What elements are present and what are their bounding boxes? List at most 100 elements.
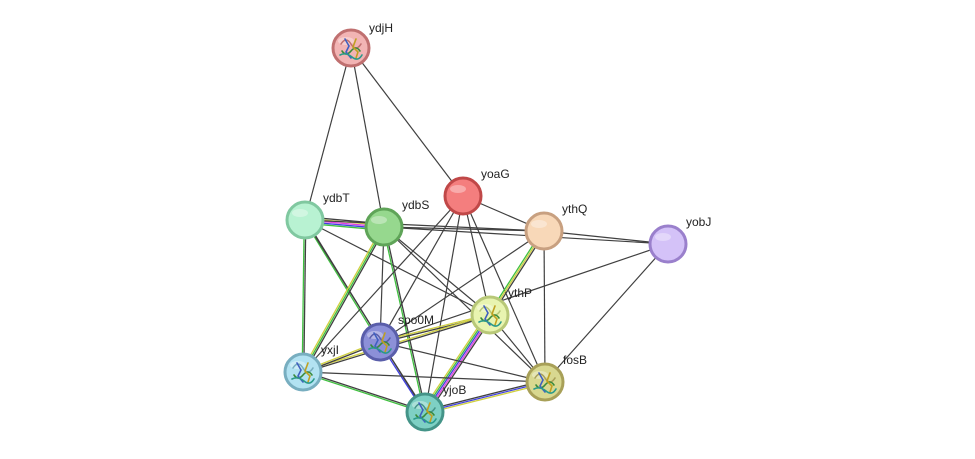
edge-evidence-line xyxy=(543,230,546,383)
edge-ythQ-yobJ[interactable] xyxy=(543,230,669,245)
protein-structure-icon xyxy=(533,372,557,394)
edge-evidence-line xyxy=(384,226,427,412)
edge-ydbT-yxjI[interactable] xyxy=(301,219,307,373)
node-yoaG[interactable]: yoaG xyxy=(443,167,510,216)
edge-ydbS-yjoB[interactable] xyxy=(382,226,427,413)
node-label: ydjH xyxy=(369,21,393,35)
edge-ydbT-ythQ[interactable] xyxy=(304,219,545,232)
protein-structure-icon xyxy=(478,305,502,327)
node-circle[interactable] xyxy=(331,28,371,68)
node-label: yobJ xyxy=(686,215,711,229)
node-yjoB[interactable]: yjoB xyxy=(405,383,466,432)
edge-yobJ-fosB[interactable] xyxy=(544,243,669,383)
edge-evidence-line xyxy=(303,220,307,373)
node-circle[interactable] xyxy=(470,295,510,335)
edge-yjoB-fosB[interactable] xyxy=(424,379,546,415)
node-highlight xyxy=(371,216,387,224)
edge-evidence-line xyxy=(303,370,426,412)
edge-evidence-line xyxy=(301,225,384,372)
edge-evidence-line xyxy=(350,47,464,197)
edge-yoaG-yjoB[interactable] xyxy=(424,195,464,413)
node-circle[interactable] xyxy=(360,322,400,362)
edge-ythQ-spo0M[interactable] xyxy=(379,230,545,343)
node-circle[interactable] xyxy=(364,207,404,247)
node-label: yxjI xyxy=(321,343,339,357)
node-ydbT[interactable]: ydbT xyxy=(285,191,350,240)
node-yobJ[interactable]: yobJ xyxy=(648,215,711,264)
node-circle[interactable] xyxy=(524,211,564,251)
node-label: ythQ xyxy=(562,202,587,216)
edge-evidence-line xyxy=(425,382,546,415)
edge-spo0M-fosB[interactable] xyxy=(379,341,546,383)
protein-structure-icon xyxy=(368,332,392,354)
edge-evidence-line xyxy=(379,230,545,343)
edge-evidence-line xyxy=(303,227,386,374)
edge-ydjH-ydbS[interactable] xyxy=(350,47,385,228)
node-yxjI[interactable]: yxjI xyxy=(283,343,339,392)
node-ydjH[interactable]: ydjH xyxy=(331,21,393,68)
node-circle[interactable] xyxy=(285,200,325,240)
node-circle[interactable] xyxy=(525,362,565,402)
edge-evidence-line xyxy=(379,195,464,343)
edge-yobJ-spo0M[interactable] xyxy=(379,243,669,343)
edge-evidence-line xyxy=(383,226,491,316)
edge-evidence-line xyxy=(383,226,545,232)
node-highlight xyxy=(655,233,671,241)
edge-ydbS-ythQ[interactable] xyxy=(383,226,545,232)
node-circle[interactable] xyxy=(405,392,445,432)
edge-evidence-line xyxy=(379,341,546,383)
node-label: ydbS xyxy=(402,198,429,212)
node-ydbS[interactable]: ydbS xyxy=(364,198,429,247)
edge-ydbS-ythP[interactable] xyxy=(383,226,491,316)
node-circle[interactable] xyxy=(443,176,483,216)
network-nodes: ydjH ydbT ydbS yoaG ythQ yobJ ythP spo0M yxjI yjo… xyxy=(283,21,711,432)
node-label: fosB xyxy=(563,353,587,367)
edge-evidence-line xyxy=(350,47,385,228)
edge-yoaG-yxjI[interactable] xyxy=(302,195,464,373)
edge-evidence-line xyxy=(304,47,352,221)
edge-ydbS-yxjI[interactable] xyxy=(301,225,386,374)
edge-evidence-line xyxy=(303,220,380,343)
edge-evidence-line xyxy=(423,313,490,412)
edge-yoaG-ythP[interactable] xyxy=(462,195,491,316)
edge-evidence-line xyxy=(301,219,305,372)
node-spo0M[interactable]: spo0M xyxy=(360,313,434,362)
node-fosB[interactable]: fosB xyxy=(525,353,587,402)
node-ythQ[interactable]: ythQ xyxy=(524,202,587,251)
edge-evidence-line xyxy=(302,226,385,373)
edge-evidence-line xyxy=(424,381,546,413)
node-label: ythP xyxy=(508,286,532,300)
edge-ydjH-ydbT[interactable] xyxy=(304,47,352,221)
edge-evidence-line xyxy=(462,195,491,316)
node-highlight xyxy=(450,185,466,193)
node-label: spo0M xyxy=(398,313,434,327)
protein-structure-icon xyxy=(291,362,315,384)
edge-evidence-line xyxy=(424,379,545,412)
edge-yxjI-fosB[interactable] xyxy=(302,371,546,383)
edge-evidence-line xyxy=(543,230,669,245)
edge-evidence-line xyxy=(379,243,669,343)
edge-evidence-line xyxy=(304,219,545,232)
edge-yoaG-spo0M[interactable] xyxy=(379,195,464,343)
edge-evidence-line xyxy=(421,312,488,411)
node-circle[interactable] xyxy=(283,352,323,392)
node-ythP[interactable]: ythP xyxy=(470,286,532,335)
node-highlight xyxy=(292,209,308,217)
edge-evidence-line xyxy=(302,195,464,373)
edge-evidence-line xyxy=(544,243,669,383)
edge-evidence-line xyxy=(424,195,464,413)
network-edges xyxy=(301,47,669,415)
edge-evidence-line xyxy=(382,227,425,413)
edge-evidence-line xyxy=(427,316,494,415)
edge-evidence-line xyxy=(302,371,546,383)
edge-yoaG-fosB[interactable] xyxy=(462,195,546,383)
node-label: yjoB xyxy=(443,383,466,397)
edge-ydjH-yoaG[interactable] xyxy=(350,47,464,197)
edge-yxjI-yjoB[interactable] xyxy=(302,370,426,414)
node-highlight xyxy=(531,220,547,228)
node-circle[interactable] xyxy=(648,224,688,264)
protein-structure-icon xyxy=(413,402,437,424)
protein-structure-icon xyxy=(339,38,363,60)
edge-ythQ-fosB[interactable] xyxy=(543,230,546,383)
